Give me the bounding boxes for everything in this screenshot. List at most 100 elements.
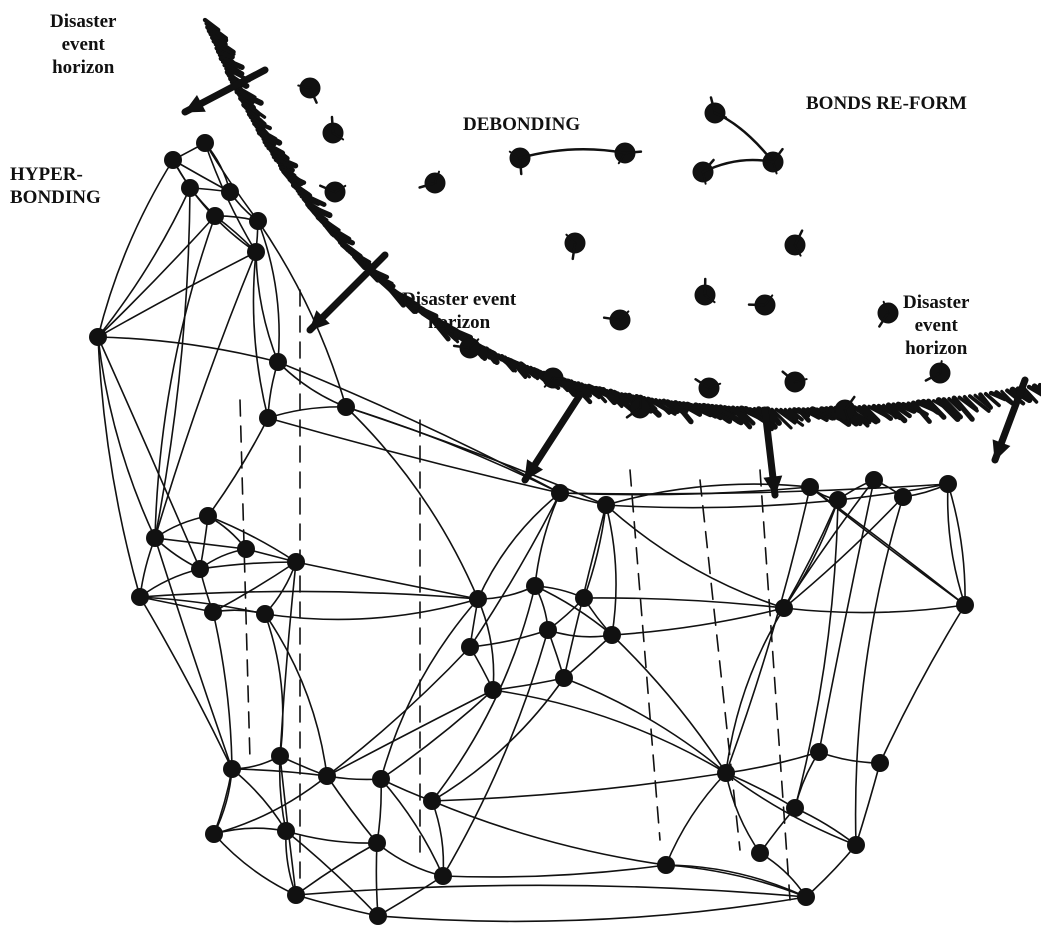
network-edge	[819, 480, 874, 752]
network-node	[223, 760, 241, 778]
network-edge-dashed	[760, 470, 790, 900]
horizon-arrows	[185, 70, 1025, 495]
network-edge	[726, 487, 810, 773]
network-node	[603, 626, 621, 644]
label-horizon-middle: Disaster event horizon	[402, 288, 516, 334]
network-node	[786, 799, 804, 817]
network-edge	[726, 773, 795, 808]
label-debonding: DEBONDING	[463, 113, 580, 136]
network-node	[318, 767, 336, 785]
network-edge	[214, 776, 327, 834]
network-node	[89, 328, 107, 346]
network-node	[469, 590, 487, 608]
bond-line	[715, 113, 773, 162]
network-edge	[378, 876, 443, 916]
network-node	[434, 867, 452, 885]
network-edge	[377, 843, 443, 876]
network-node	[206, 207, 224, 225]
network-edge	[256, 252, 278, 362]
network-node	[657, 856, 675, 874]
network-edge	[98, 337, 278, 362]
label-line: Disaster	[903, 291, 969, 314]
network-edge	[155, 188, 190, 538]
network-edge	[784, 500, 838, 608]
network-edge	[432, 773, 726, 801]
network-node	[551, 484, 569, 502]
network-node	[204, 603, 222, 621]
arrow-icon	[993, 440, 1009, 460]
network-edge	[268, 407, 346, 418]
network-node	[717, 764, 735, 782]
network-edge	[258, 221, 346, 407]
network-edge	[478, 493, 560, 599]
network-edge	[258, 221, 279, 362]
network-node	[256, 605, 274, 623]
disaster-horizon-band	[205, 20, 1041, 429]
label-line: event	[903, 314, 969, 337]
network-edge	[98, 160, 173, 337]
network-node	[423, 792, 441, 810]
network-edge	[760, 853, 806, 897]
network-edge	[140, 591, 478, 599]
network-edge	[296, 843, 377, 895]
network-node	[597, 496, 615, 514]
network-node	[277, 822, 295, 840]
network-edge	[232, 769, 286, 831]
network-edge	[493, 690, 726, 773]
network-node	[484, 681, 502, 699]
network-edge-dashed	[700, 480, 740, 850]
network-node	[847, 836, 865, 854]
network-node	[810, 743, 828, 761]
network-edge	[208, 418, 268, 516]
label-line: event	[50, 33, 116, 56]
network-node	[956, 596, 974, 614]
label-line: horizon	[402, 311, 516, 334]
network-edge	[612, 635, 726, 773]
network-node	[539, 621, 557, 639]
label-horizon-right: Disaster event horizon	[903, 291, 969, 360]
network-node	[751, 844, 769, 862]
network-node	[271, 747, 289, 765]
node-tail	[625, 152, 641, 153]
network-edge	[173, 160, 256, 252]
network-edge	[819, 752, 880, 763]
network-edge	[155, 538, 246, 549]
network-edge	[327, 776, 377, 843]
network-node	[146, 529, 164, 547]
network-node	[181, 179, 199, 197]
network-node	[894, 488, 912, 506]
network-node	[237, 540, 255, 558]
label-line: HYPER-	[10, 163, 101, 186]
network-node	[191, 560, 209, 578]
network-edge	[213, 562, 296, 612]
network-node	[801, 478, 819, 496]
network-node	[287, 886, 305, 904]
network-node	[871, 754, 889, 772]
network-edge	[880, 605, 965, 763]
network-node	[369, 907, 387, 925]
network-edge	[856, 763, 880, 845]
network-edge	[214, 834, 296, 895]
network-node	[461, 638, 479, 656]
network-edge	[666, 773, 726, 865]
network-edge	[612, 608, 784, 635]
network-edge	[564, 635, 612, 678]
network-node	[164, 151, 182, 169]
network-node	[829, 491, 847, 509]
network-edge	[213, 612, 232, 769]
network-node	[865, 471, 883, 489]
network-node	[372, 770, 390, 788]
network-edge	[795, 808, 856, 845]
network-edge	[278, 362, 346, 407]
network-node	[221, 183, 239, 201]
network-edge	[784, 500, 838, 608]
network-edge	[140, 597, 232, 769]
network-edge	[606, 505, 784, 608]
network-edge	[548, 630, 612, 637]
node-tail	[520, 158, 521, 174]
node-tail	[332, 117, 333, 133]
network-edge	[432, 586, 535, 801]
label-line: BONDING	[10, 186, 101, 209]
network-edge	[296, 885, 806, 897]
